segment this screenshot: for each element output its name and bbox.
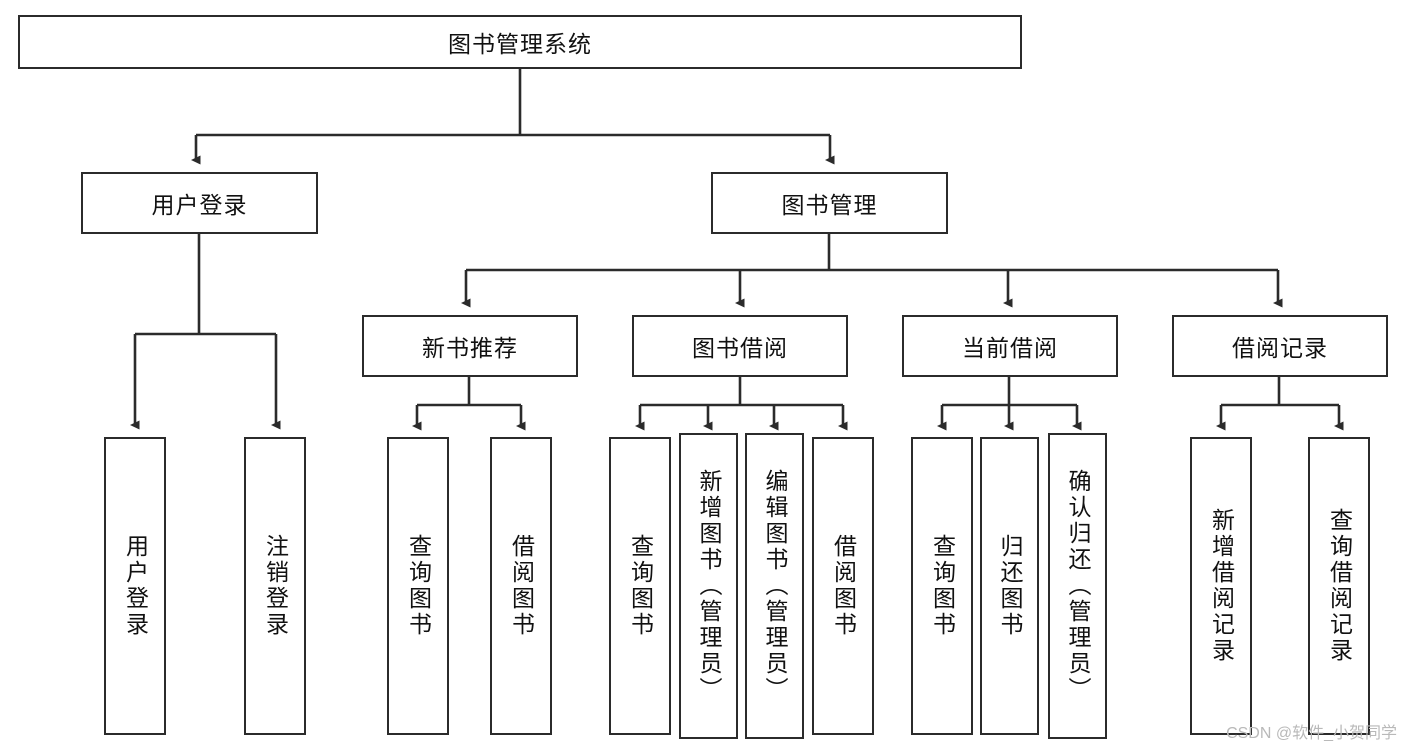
csdn-watermark: CSDN @软件_小贺同学 [1226, 725, 1397, 742]
leaf-query-borrow-record-label: 查询借阅记录 [1326, 508, 1353, 664]
leaf-borrow-book-borrow-label: 借阅图书 [830, 534, 857, 638]
leaf-query-book-newbook[interactable]: 查询图书 [387, 437, 449, 735]
leaf-borrow-book-newbook-label: 借阅图书 [508, 534, 535, 638]
node-new-book-recommend-label: 新书推荐 [422, 335, 518, 361]
leaf-add-borrow-record[interactable]: 新增借阅记录 [1190, 437, 1252, 735]
leaf-add-book-admin-label: 新增图书（管理员） [696, 469, 722, 703]
node-book-management[interactable]: 图书管理 [711, 172, 948, 234]
leaf-add-book-admin[interactable]: 新增图书（管理员） [679, 433, 738, 739]
leaf-user-login-label: 用户登录 [122, 534, 149, 638]
leaf-query-book-current[interactable]: 查询图书 [911, 437, 973, 735]
leaf-user-login[interactable]: 用户登录 [104, 437, 166, 735]
leaf-logout-label: 注销登录 [262, 534, 289, 638]
leaf-query-book-borrow[interactable]: 查询图书 [609, 437, 671, 735]
node-user-login-label: 用户登录 [151, 192, 248, 218]
leaf-query-book-newbook-label: 查询图书 [405, 534, 432, 638]
node-book-borrow-label: 图书借阅 [692, 335, 788, 361]
leaf-borrow-book-newbook[interactable]: 借阅图书 [490, 437, 552, 735]
leaf-edit-book-admin-label: 编辑图书（管理员） [762, 469, 788, 703]
leaf-logout[interactable]: 注销登录 [244, 437, 306, 735]
node-current-borrow-label: 当前借阅 [962, 335, 1058, 361]
leaf-query-book-borrow-label: 查询图书 [627, 534, 654, 638]
node-borrow-records-label: 借阅记录 [1232, 335, 1328, 361]
leaf-add-borrow-record-label: 新增借阅记录 [1208, 508, 1235, 664]
leaf-query-book-current-label: 查询图书 [929, 534, 956, 638]
node-root-label: 图书管理系统 [448, 31, 592, 57]
leaf-confirm-return-admin[interactable]: 确认归还（管理员） [1048, 433, 1107, 739]
node-borrow-records[interactable]: 借阅记录 [1172, 315, 1388, 377]
node-root[interactable]: 图书管理系统 [18, 15, 1022, 69]
leaf-return-book[interactable]: 归还图书 [980, 437, 1039, 735]
node-user-login[interactable]: 用户登录 [81, 172, 318, 234]
leaf-query-borrow-record[interactable]: 查询借阅记录 [1308, 437, 1370, 735]
node-book-management-label: 图书管理 [781, 192, 878, 218]
leaf-edit-book-admin[interactable]: 编辑图书（管理员） [745, 433, 804, 739]
node-book-borrow[interactable]: 图书借阅 [632, 315, 848, 377]
leaf-confirm-return-admin-label: 确认归还（管理员） [1065, 469, 1091, 703]
leaf-return-book-label: 归还图书 [997, 534, 1023, 638]
node-new-book-recommend[interactable]: 新书推荐 [362, 315, 578, 377]
leaf-borrow-book-borrow[interactable]: 借阅图书 [812, 437, 874, 735]
node-current-borrow[interactable]: 当前借阅 [902, 315, 1118, 377]
